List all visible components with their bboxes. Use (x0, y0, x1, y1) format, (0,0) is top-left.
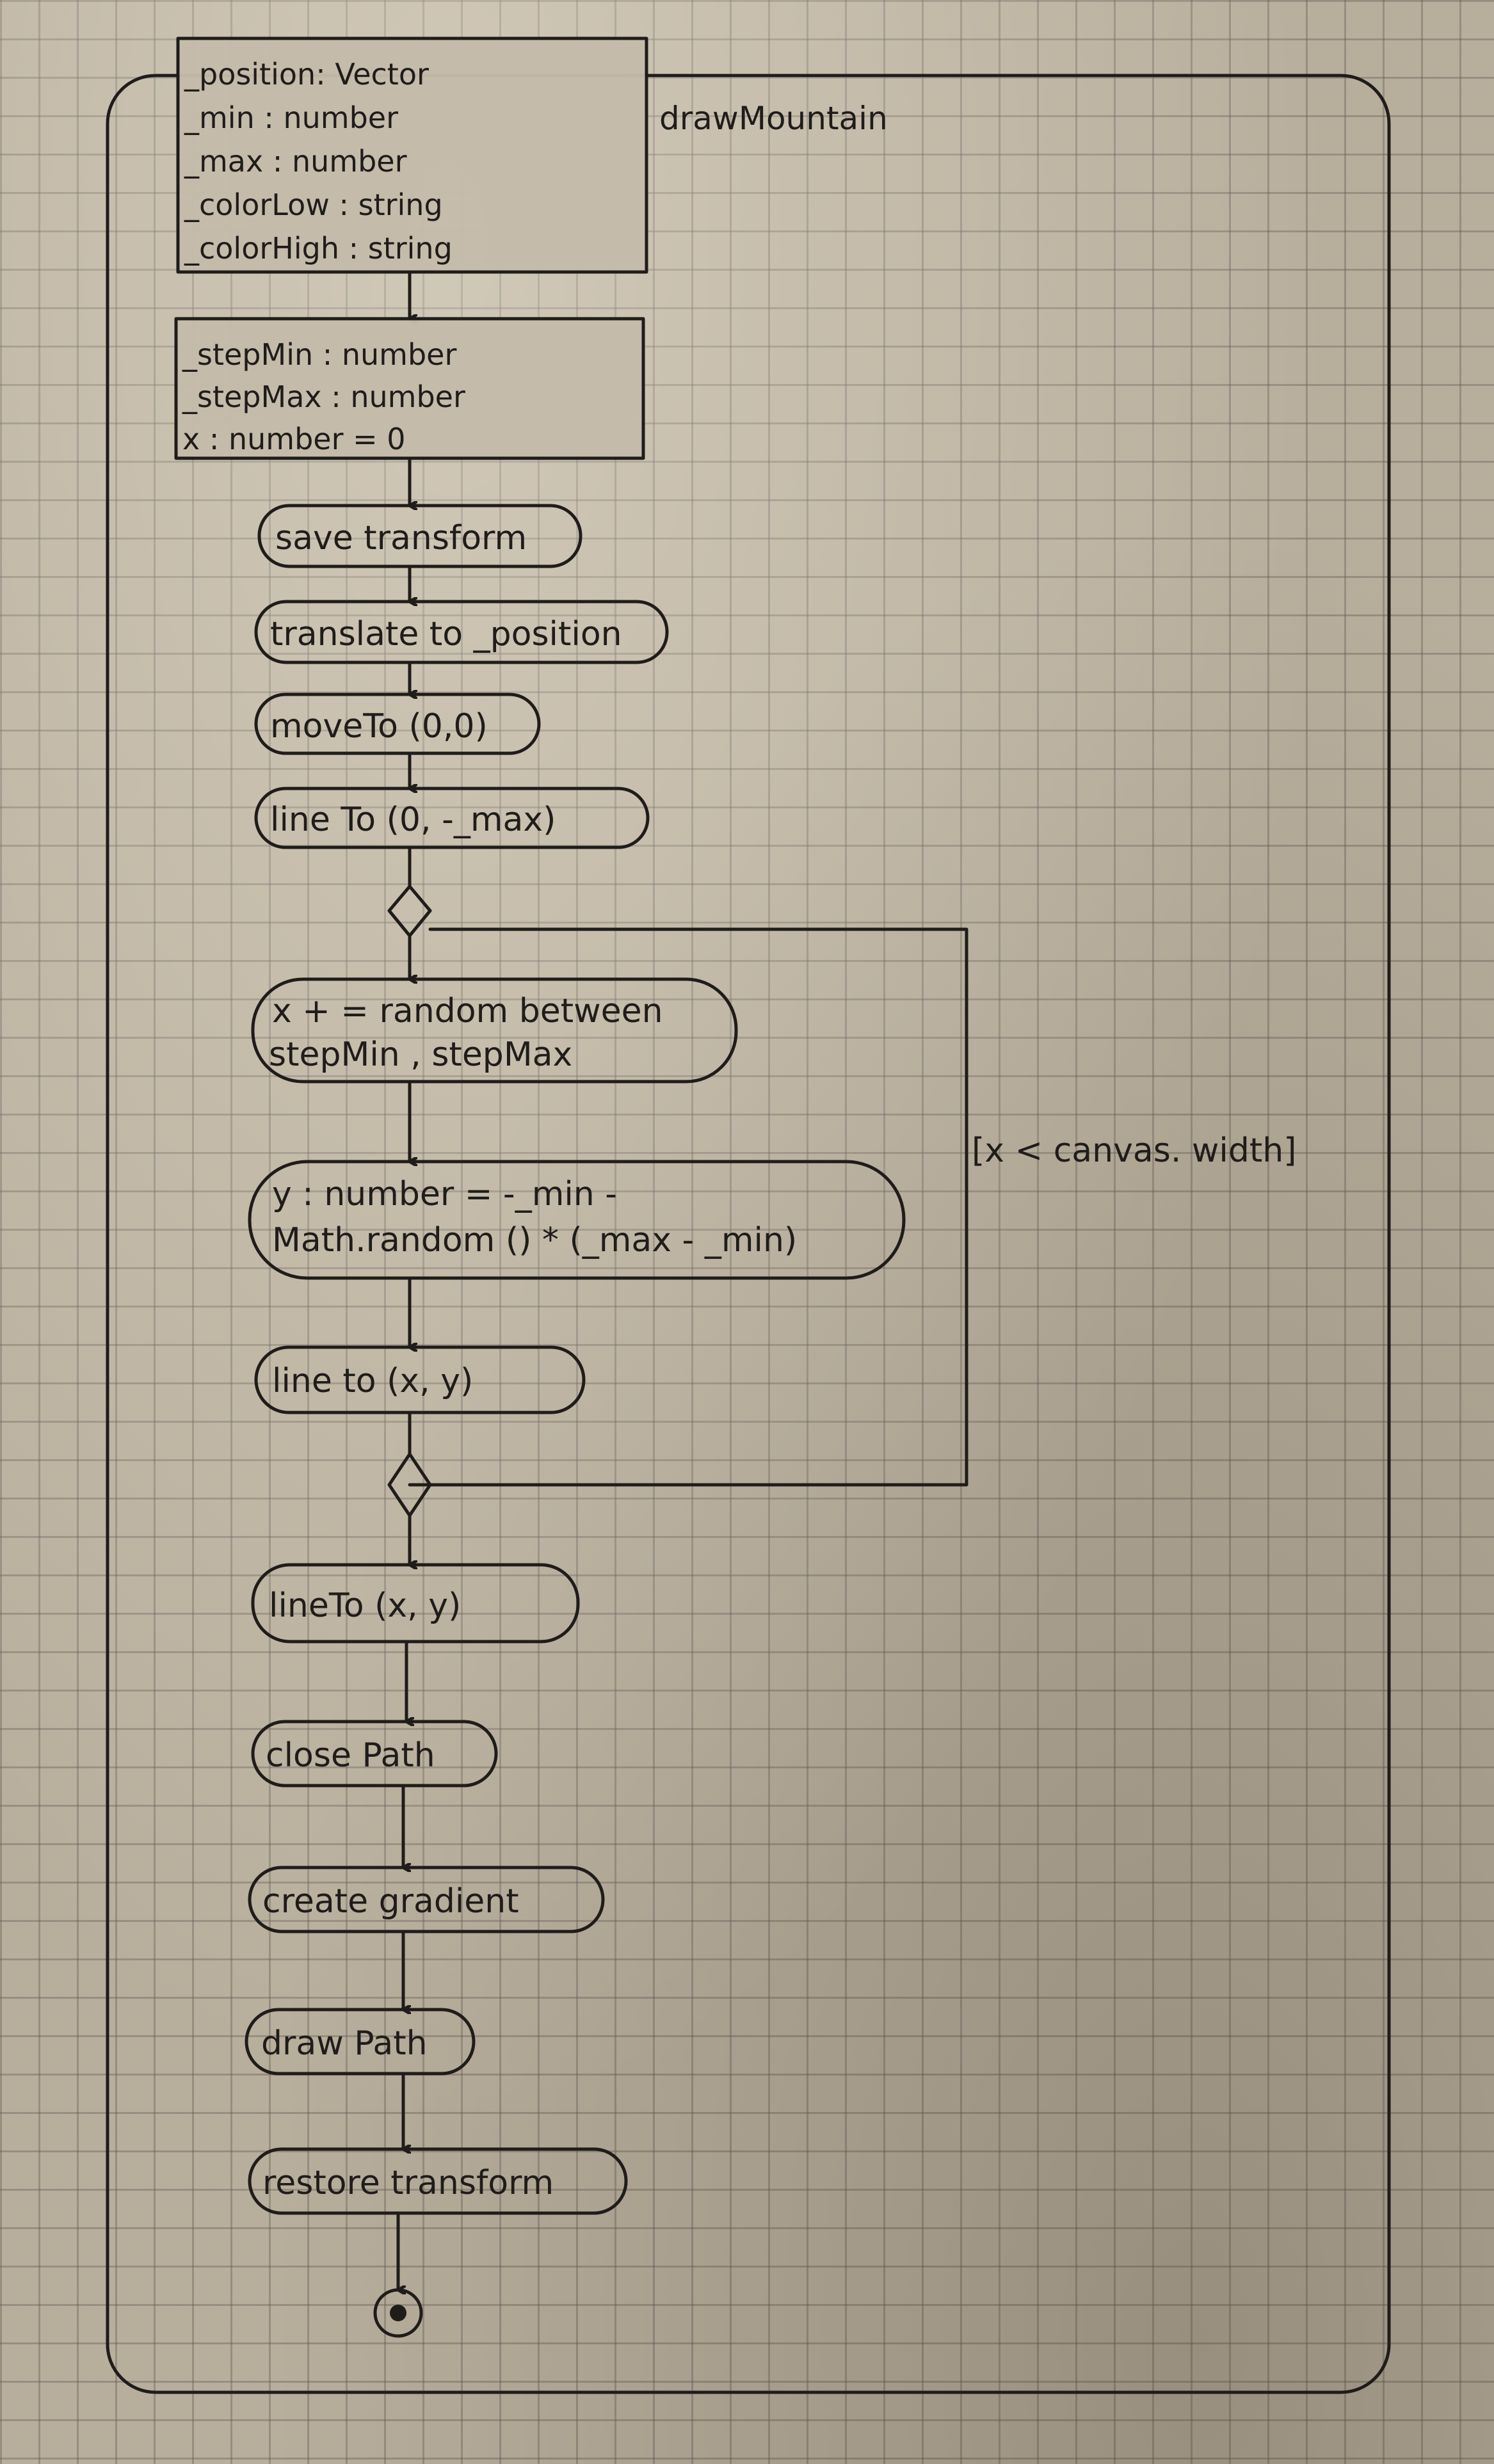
action-move-to: moveTo (0,0) (254, 692, 541, 755)
action-line-to-xy-final: lineTo (x, y) (251, 1563, 580, 1644)
action-close-path-label: close Path (266, 1736, 435, 1775)
action-draw-path-label: draw Path (261, 2024, 428, 2063)
param-min: _min : number (184, 100, 398, 135)
action-line-to-xy-label: line to (x, y) (272, 1362, 473, 1400)
action-x-step-line1: x + = random between (272, 992, 663, 1030)
action-draw-path: draw Path (245, 2008, 476, 2076)
var-step-max: _stepMax : number (182, 380, 465, 414)
action-y-calc: y : number = -_min - Math.random () * (_… (248, 1160, 906, 1280)
action-translate: translate to _position (254, 600, 669, 664)
param-color-high: _colorHigh : string (184, 231, 453, 266)
action-y-calc-line2: Math.random () * (_max - _min) (272, 1221, 797, 1260)
param-color-low: _colorLow : string (184, 188, 443, 222)
action-move-to-label: moveTo (0,0) (270, 707, 488, 746)
action-line-to-max: line To (0, -_max) (254, 787, 650, 849)
parameters-box: _position: Vector _min : number _max : n… (176, 36, 648, 274)
param-position: _position: Vector (184, 57, 429, 92)
loop-back-edge (408, 927, 968, 1487)
action-translate-label: translate to _position (270, 615, 622, 653)
action-save-transform: save transform (257, 504, 582, 568)
action-line-to-xy: line to (x, y) (254, 1345, 586, 1414)
action-save-transform-label: save transform (275, 519, 527, 557)
action-create-gradient: create gradient (248, 1866, 605, 1933)
action-close-path: close Path (251, 1720, 498, 1788)
merge-node (387, 884, 432, 938)
var-step-min: _stepMin : number (182, 337, 456, 372)
action-create-gradient-label: create gradient (262, 1882, 519, 1921)
action-line-to-max-label: line To (0, -_max) (270, 801, 556, 839)
action-restore-transform-label: restore transform (262, 2164, 554, 2202)
final-node (373, 2288, 423, 2338)
loop-guard-label: [x < canvas. width] (972, 1132, 1297, 1170)
action-y-calc-line1: y : number = -_min - (272, 1175, 617, 1213)
action-restore-transform: restore transform (248, 2147, 628, 2215)
action-x-step: x + = random between stepMin , stepMax (251, 977, 738, 1084)
activity-frame: drawMountain (106, 74, 1391, 2394)
var-x: x : number = 0 (182, 422, 406, 456)
frame-title: drawMountain (659, 100, 888, 137)
variables-box: _stepMin : number _stepMax : number x : … (174, 317, 645, 460)
param-max: _max : number (184, 144, 407, 179)
action-line-to-xy-final-label: lineTo (x, y) (269, 1587, 461, 1625)
action-x-step-line2: stepMin , stepMax (269, 1036, 572, 1074)
